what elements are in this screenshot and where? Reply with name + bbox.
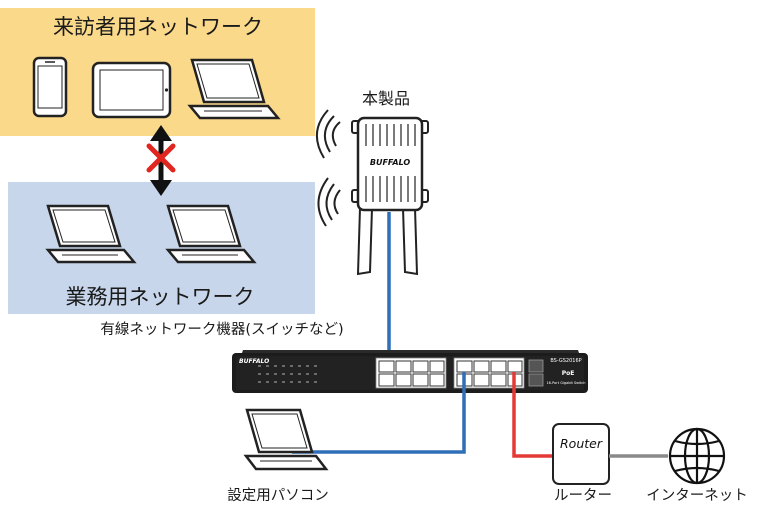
- lan-cable-setup-pc: [292, 372, 466, 454]
- switch-poe-label: PoE: [562, 370, 575, 377]
- setup-pc-label: 設定用パソコン: [227, 487, 329, 504]
- business-network-background: [8, 182, 315, 314]
- smartphone-icon: [32, 56, 68, 118]
- router-box-text: Router: [560, 436, 603, 451]
- globe-icon: [668, 427, 726, 485]
- access-point-brand-logo: BUFFALO: [370, 158, 410, 167]
- switch-caption: 有線ネットワーク機器(スイッチなど): [100, 321, 343, 338]
- wan-cable-router: [512, 372, 554, 458]
- wifi-waves-bottom-icon: [317, 177, 341, 227]
- wifi-waves-top-icon: [316, 109, 341, 159]
- router-device: Router: [552, 423, 610, 485]
- guest-network-panel: 来訪者用ネットワーク: [0, 8, 315, 136]
- switch-subtitle-label: 16-Port Gigabit Switch: [546, 381, 585, 385]
- business-network-title: 業務用ネットワーク: [66, 285, 255, 309]
- laptop-icon: [45, 204, 137, 264]
- business-network-panel: 業務用ネットワーク: [8, 182, 315, 314]
- access-point-device: BUFFALO: [351, 116, 429, 276]
- internet-label: インターネット: [646, 487, 748, 504]
- guest-network-title: 来訪者用ネットワーク: [53, 15, 263, 39]
- laptop-icon: [187, 58, 281, 120]
- blocked-x-icon: [146, 143, 176, 173]
- tablet-icon: [91, 61, 172, 119]
- network-switch-device: BUFFALO: [232, 350, 588, 393]
- switch-brand-logo: BUFFALO: [239, 358, 269, 365]
- router-label: ルーター: [554, 487, 612, 504]
- access-point-label: 本製品: [362, 89, 410, 108]
- setup-pc-laptop-icon: [243, 408, 329, 471]
- switch-model-label: BS-GS2016P: [550, 358, 581, 364]
- laptop-icon: [165, 204, 257, 264]
